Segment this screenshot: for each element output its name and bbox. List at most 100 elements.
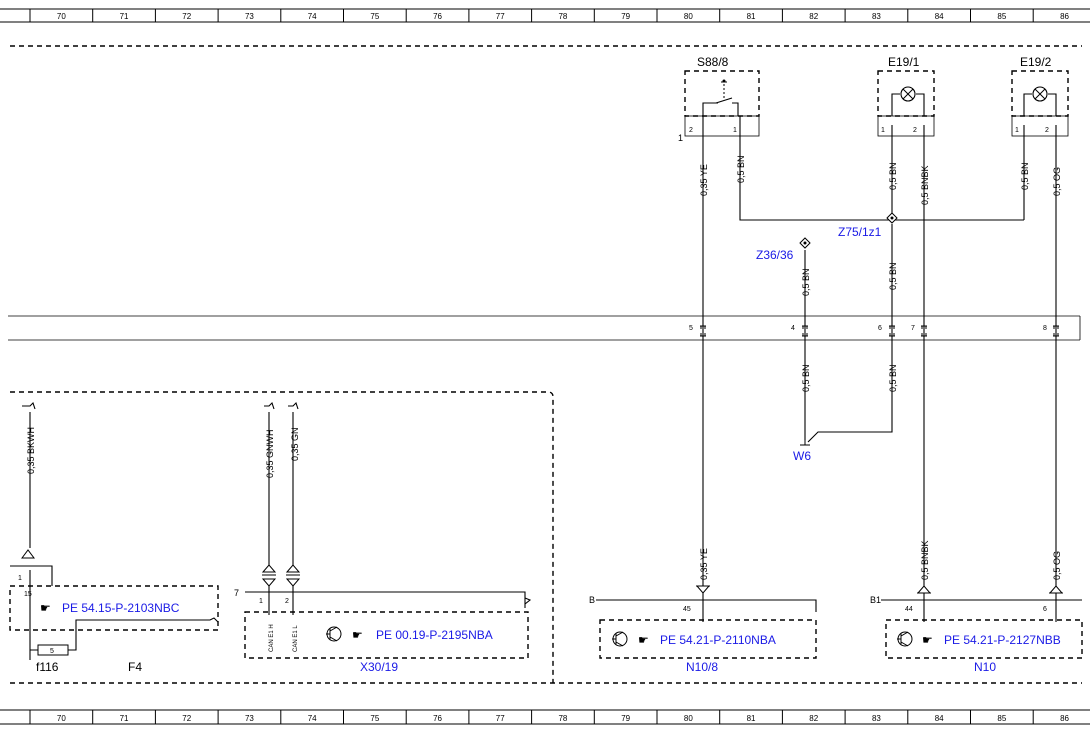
f4-label: F4	[128, 660, 142, 674]
lamp2-pin-right: 2	[1045, 127, 1049, 134]
upper-wires	[702, 125, 1057, 586]
n108-reference-text: PE 54.21-P-2110NBA	[660, 633, 776, 647]
top-ruler-column-70: 70	[57, 12, 66, 21]
transistor-icon	[612, 631, 628, 647]
lamp1-pin-left: 1	[881, 127, 885, 134]
bottom-ruler-column-76: 76	[433, 714, 442, 723]
bottom-ruler-column-81: 81	[747, 714, 756, 723]
bottom-ruler-column-78: 78	[558, 714, 567, 723]
pointing-hand-icon: ☛	[922, 633, 933, 647]
bottom-ruler-column-79: 79	[621, 714, 630, 723]
bottom-ruler-column-82: 82	[809, 714, 818, 723]
n10-reference-link[interactable]: ☛ PE 54.21-P-2127NBB	[922, 633, 1061, 647]
n108-reference-link[interactable]: ☛ PE 54.21-P-2110NBA	[638, 633, 776, 647]
bottom-ruler-column-75: 75	[370, 714, 379, 723]
module-n10[interactable]: B1 44 6 ☛ PE 54.21-P-2127NBB N10	[870, 585, 1083, 674]
n10-pin-b: 6	[1043, 606, 1047, 613]
f4-reference-text: PE 54.15-P-2103NBC	[62, 601, 180, 615]
x30-reference-text: PE 00.19-P-2195NBA	[376, 628, 493, 642]
wire-label-bn-w6-right: 0,5 BN	[888, 364, 898, 392]
bar-pin-8: 8	[1043, 325, 1047, 332]
f4-reference-link[interactable]: ☛ PE 54.15-P-2103NBC	[40, 601, 180, 615]
bar-pin-5: 5	[689, 325, 693, 332]
x30-reference-link[interactable]: ☛ PE 00.19-P-2195NBA	[352, 628, 493, 642]
wire-label-bn-s88: 0,5 BN	[736, 155, 746, 183]
module-f4[interactable]: 1 15 5 ☛ PE 54.15-P-2103NBC f116 F4	[9, 549, 219, 674]
connector-bar: 5 4 6 7 8	[8, 315, 1081, 341]
top-ruler-column-76: 76	[433, 12, 442, 21]
top-ruler-column-82: 82	[809, 12, 818, 21]
wire-label-ye-top: 0,35 YE	[699, 164, 709, 196]
x30-can-h-label: CAN E1 H	[269, 624, 275, 652]
bottom-ruler-column-80: 80	[684, 714, 693, 723]
top-ruler-column-73: 73	[245, 12, 254, 21]
top-ruler-column-77: 77	[496, 12, 505, 21]
wire-label-bn-e191: 0,5 BN	[888, 162, 898, 190]
x30-dashed-box	[244, 611, 529, 659]
module-x30-19[interactable]: 7 1 2 CAN E1 H CAN E1 L ☛ PE 00.19-P-219…	[234, 564, 532, 674]
wire-label-bkwh: 0,35 BKWH	[26, 427, 36, 474]
n108-dashed-box	[599, 619, 817, 659]
switch-s88-8[interactable]: S88/8 2 1 1	[678, 55, 760, 143]
lamp-e19-2[interactable]: E19/2 1 2	[1011, 55, 1069, 137]
ground-w6: W6	[793, 440, 811, 463]
bottom-ruler-column-84: 84	[935, 714, 944, 723]
transistor-icon	[326, 626, 342, 642]
wire-label-bnbk-bottom: 0,5 BNBK	[920, 540, 930, 580]
pointing-hand-icon: ☛	[40, 601, 51, 615]
wire-label-bn-w6-left: 0,5 BN	[801, 364, 811, 392]
bottom-ruler-column-77: 77	[496, 714, 505, 723]
top-ruler-column-85: 85	[997, 12, 1006, 21]
switch-pin-right: 1	[733, 127, 737, 134]
x30-pin-2: 2	[285, 598, 289, 605]
wire-label-ye-bottom: 0,35 YE	[699, 548, 709, 580]
splice-z36-label: Z36/36	[756, 248, 794, 262]
lower-left-enclosure	[10, 391, 554, 683]
wire-label-bn-z75-lower: 0,5 BN	[888, 262, 898, 290]
switch-label: S88/8	[697, 55, 729, 69]
f4-fuse-label: f116	[36, 660, 59, 674]
left-wires	[22, 401, 299, 568]
f4-pin-b: 15	[24, 591, 32, 598]
top-ruler-column-80: 80	[684, 12, 693, 21]
module-n10-8[interactable]: B 45 ☛ PE 54.21-P-2110NBA N10/8	[589, 585, 817, 674]
transistor-icon	[897, 631, 913, 647]
pointing-hand-icon: ☛	[638, 633, 649, 647]
f4-dashed-box	[9, 585, 219, 631]
bar-pin-6: 6	[878, 325, 882, 332]
wire-label-bnbk-e191: 0,5 BNBK	[920, 165, 930, 205]
f4-pin-a: 1	[18, 575, 22, 582]
lamp1-dashed-box	[877, 70, 935, 117]
bottom-ruler-column-86: 86	[1060, 714, 1069, 723]
top-ruler-column-84: 84	[935, 12, 944, 21]
top-ruler-column-72: 72	[182, 12, 191, 21]
n108-connector-label: B	[589, 595, 595, 605]
splice-z75: Z75/1z1	[838, 212, 898, 239]
switch-ground-number: 1	[678, 133, 683, 143]
bottom-ruler-column-85: 85	[997, 714, 1006, 723]
wire-label-bn-e192: 0,5 BN	[1020, 162, 1030, 190]
n108-label: N10/8	[686, 660, 718, 674]
lamp-icon	[1032, 86, 1048, 102]
wire-label-og-e192: 0,5 OG	[1052, 167, 1062, 196]
bottom-ruler-column-71: 71	[120, 714, 129, 723]
switch-pin-left: 2	[689, 127, 693, 134]
top-ruler-column-81: 81	[747, 12, 756, 21]
n10-label: N10	[974, 660, 996, 674]
top-ruler-column-78: 78	[558, 12, 567, 21]
top-ruler-column-74: 74	[308, 12, 317, 21]
bottom-ruler-column-73: 73	[245, 714, 254, 723]
top-ruler-column-75: 75	[370, 12, 379, 21]
bottom-ruler-column-70: 70	[57, 714, 66, 723]
top-ruler-column-79: 79	[621, 12, 630, 21]
bar-pin-4: 4	[791, 325, 795, 332]
bottom-ruler-column-74: 74	[308, 714, 317, 723]
x30-label: X30/19	[360, 660, 398, 674]
bottom-ruler-column-83: 83	[872, 714, 881, 723]
wire-labels: 0,35 YE 0,5 BN 0,5 BN 0,5 BNBK 0,5 BN 0,…	[26, 155, 1062, 580]
switch-dashed-box	[684, 70, 760, 117]
lamp-e19-1[interactable]: E19/1 1 2	[877, 55, 935, 137]
wire-label-bn-z36: 0,5 BN	[801, 268, 811, 296]
